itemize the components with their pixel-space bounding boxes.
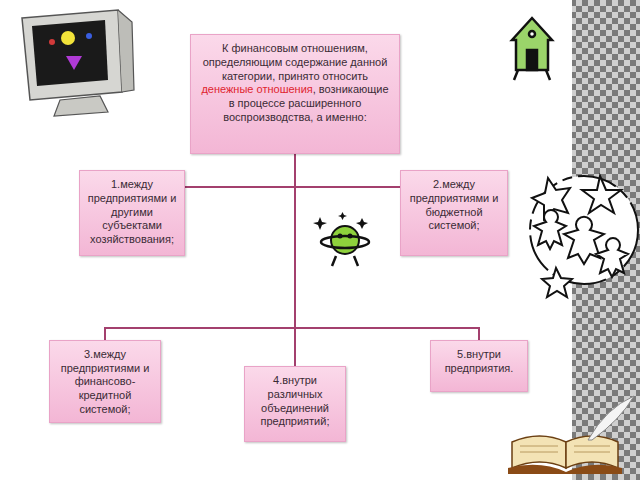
monitor-icon — [22, 10, 134, 116]
category-box: 2.между предприятиями и бюджетной систем… — [400, 170, 508, 256]
connector-line — [185, 154, 295, 187]
box-text: К финансовым отношениям, определяющим со… — [203, 42, 388, 82]
connector — [295, 154, 400, 187]
box-text: 3.между предприятиями и финансово-кредит… — [61, 348, 150, 415]
gingerbread-figures — [530, 176, 638, 297]
connector — [185, 154, 295, 187]
category-box: 1.между предприятиями и другими субъекта… — [79, 170, 185, 256]
box-text: 4.внутри различных объединений предприят… — [261, 374, 330, 427]
house-icon — [512, 18, 552, 80]
connector-line — [295, 154, 400, 187]
category-box: 3.между предприятиями и финансово-кредит… — [49, 340, 161, 423]
box-text: денежные отношения — [201, 83, 312, 95]
box-text: 1.между предприятиями и другими субъекта… — [88, 178, 177, 245]
header-box: К финансовым отношениям, определяющим со… — [190, 34, 400, 154]
category-box: 5.внутри предприятия. — [430, 340, 528, 392]
box-text: 2.между предприятиями и бюджетной систем… — [410, 178, 499, 231]
book-icon — [508, 396, 634, 474]
category-box: 4.внутри различных объединений предприят… — [244, 366, 346, 442]
box-text: 5.внутри предприятия. — [445, 348, 514, 374]
planet-icon — [313, 212, 369, 266]
